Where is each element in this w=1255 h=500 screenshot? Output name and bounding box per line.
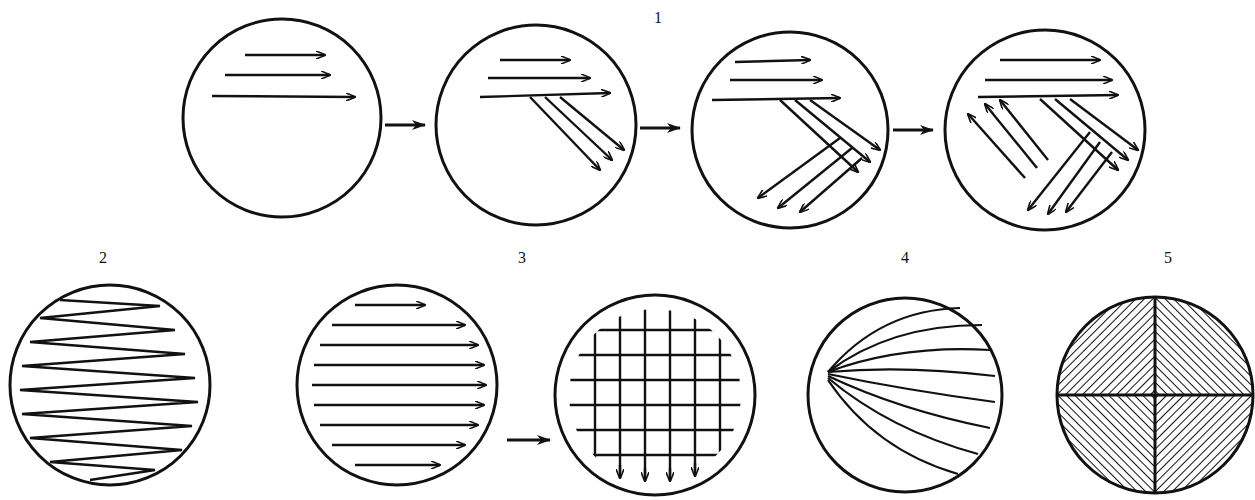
figure-number: 5: [1162, 250, 1174, 266]
figure-number: 4: [899, 250, 911, 266]
figure-number: 2: [97, 250, 109, 266]
figure-number: 3: [516, 250, 528, 266]
figure-number: 1: [652, 10, 664, 26]
